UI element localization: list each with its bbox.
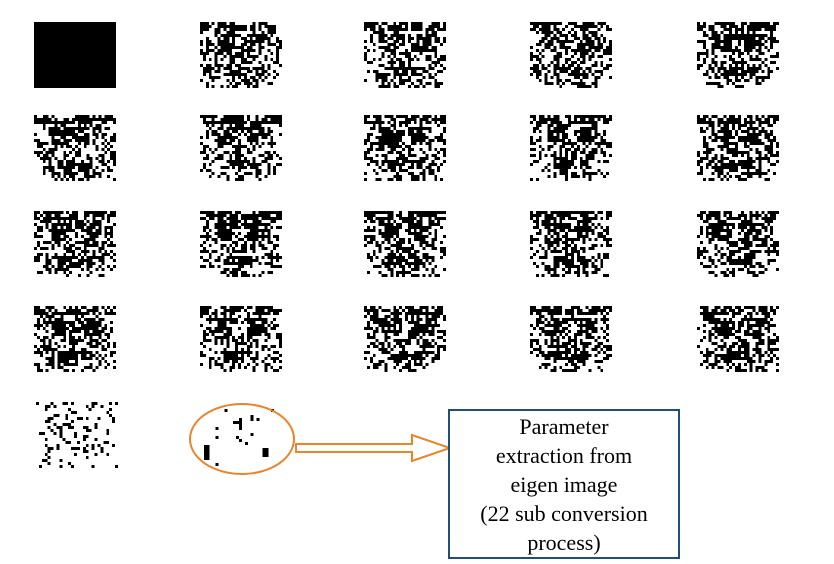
caption-box: Parameter extraction from eigen image (2…	[448, 409, 680, 559]
eigen-image-10	[697, 115, 779, 181]
eigen-image-7	[200, 115, 282, 181]
eigen-image-3	[364, 22, 446, 88]
caption-line-4: (22 sub conversion	[480, 500, 648, 526]
eigen-image-20	[697, 306, 779, 372]
eigen-image-12	[200, 211, 282, 277]
eigen-image-1	[34, 22, 116, 88]
caption-line-3: eigen image	[510, 471, 618, 497]
eigen-image-8	[364, 115, 446, 181]
eigen-image-15	[697, 211, 779, 277]
eigen-image-13	[364, 211, 446, 277]
eigen-image-18	[364, 306, 446, 372]
arrow-icon	[294, 430, 454, 466]
eigen-image-6	[34, 115, 116, 181]
caption-line-2: extraction from	[495, 442, 633, 468]
eigen-image-4	[530, 22, 612, 88]
eigen-image-5	[697, 22, 779, 88]
eigen-image-partial-1	[36, 402, 118, 468]
eigen-image-11	[34, 211, 116, 277]
eigen-image-9	[530, 115, 612, 181]
eigen-image-14	[530, 211, 612, 277]
eigen-image-19	[530, 306, 612, 372]
highlight-ellipse	[189, 403, 295, 475]
caption-line-1: Parameter	[519, 413, 609, 439]
eigen-image-17	[200, 306, 282, 372]
eigen-image-16	[34, 306, 116, 372]
eigen-image-2	[200, 22, 282, 88]
caption-line-5: process)	[527, 529, 601, 555]
